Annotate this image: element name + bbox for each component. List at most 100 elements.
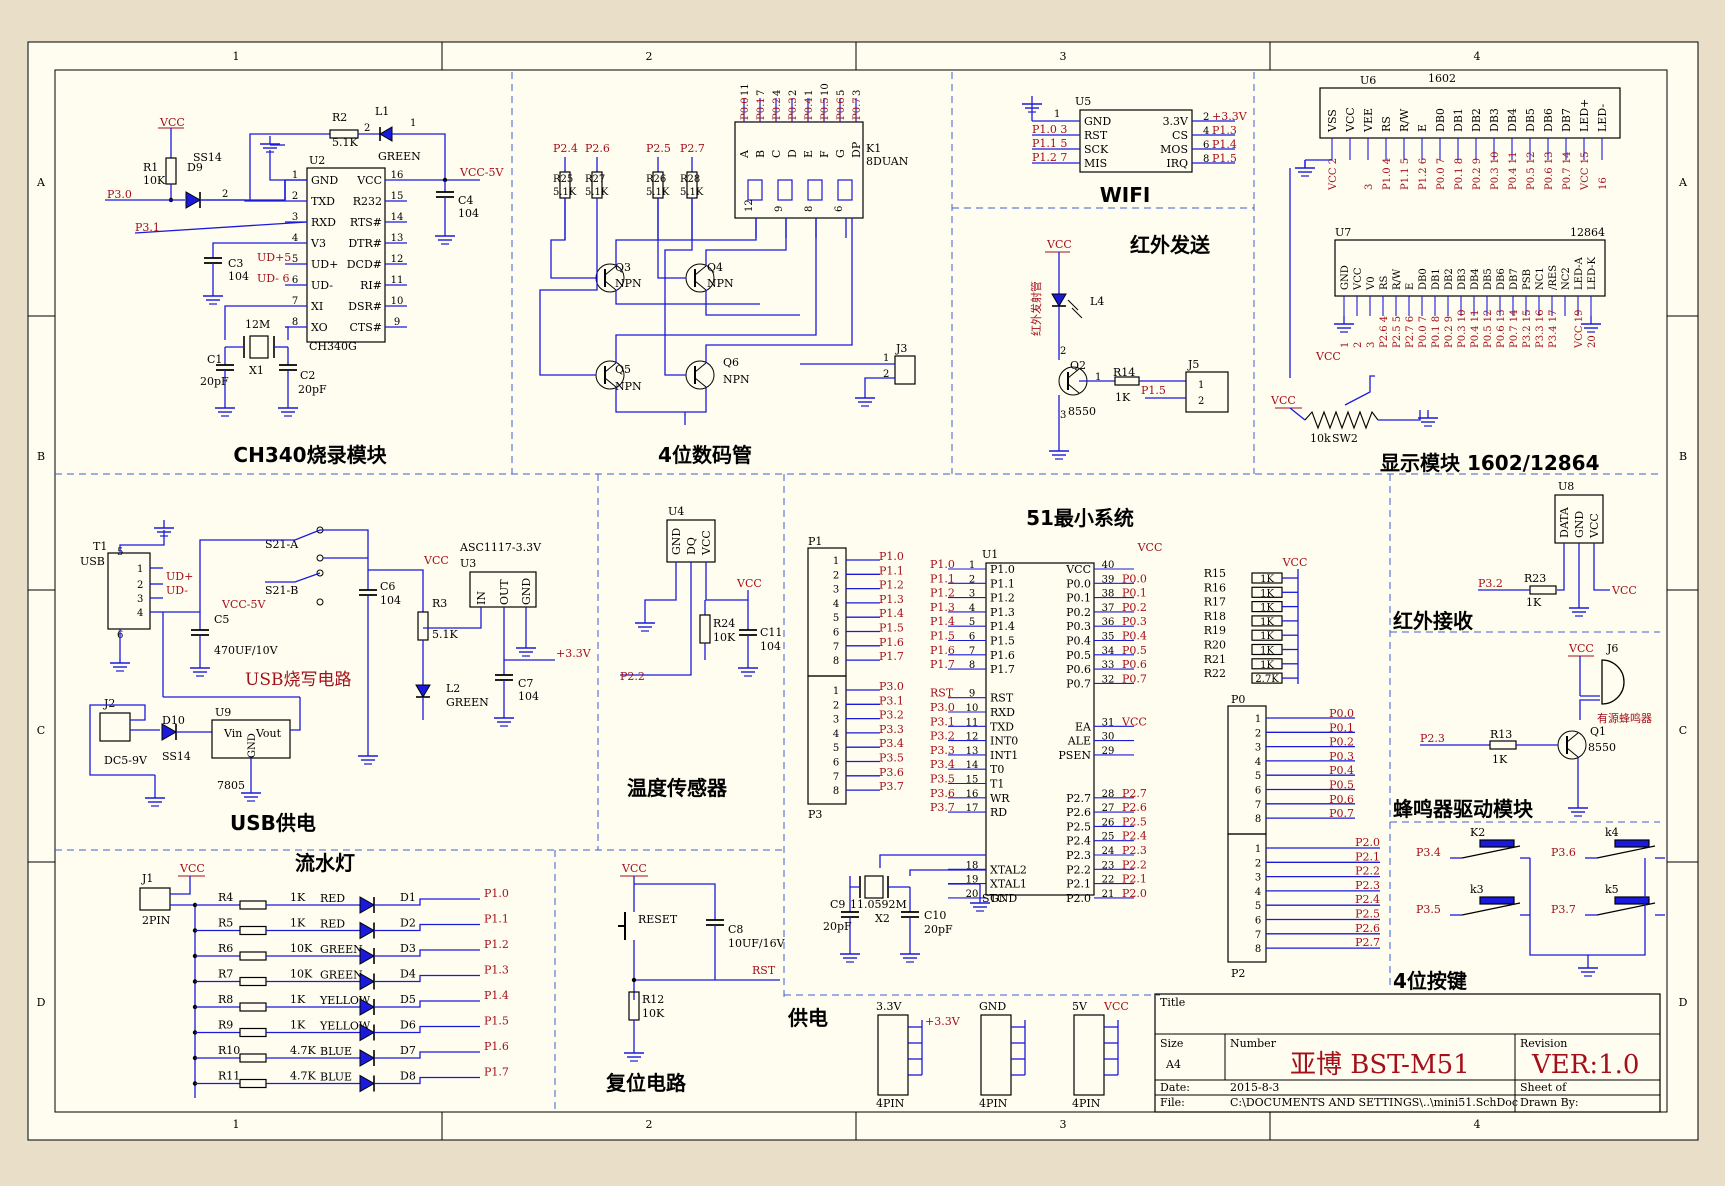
component-value: RED [320, 918, 345, 931]
pin-number: 3 [1255, 873, 1261, 884]
component-value: 20pF [924, 923, 953, 936]
wire [392, 133, 446, 180]
led-symbol [359, 896, 376, 914]
section-title-usb-prog: USB烧写电路 [245, 670, 351, 690]
pin-label: P1.5 [990, 635, 1015, 648]
pin-number: 16 [391, 170, 404, 181]
net-label: P1.2 [930, 587, 955, 600]
pin-label: P1.1 [990, 577, 1015, 590]
net-label: P0.4 [1329, 764, 1354, 777]
net-label: P1.1 5 [1400, 158, 1411, 190]
ref-designator: C3 [228, 257, 243, 270]
pin-number: 6 [834, 206, 845, 212]
pin-number: 8 [292, 317, 298, 328]
component-value: GREEN [378, 150, 421, 163]
crystal-symbol [249, 335, 269, 359]
net-label: P1.6 [930, 644, 955, 657]
net-label: P1.0 [484, 887, 509, 900]
ref-designator: C7 [518, 677, 533, 690]
net-label: P1.0 [879, 550, 904, 563]
pin-number: 2 [137, 580, 143, 591]
net-label: P0.6 [836, 97, 847, 120]
ref-designator: R12 [642, 993, 664, 1006]
pin-number: 19 [966, 875, 979, 886]
pin-number: 7 [756, 90, 767, 96]
power-label: VCC [423, 554, 449, 567]
ref-designator: P1 [808, 535, 822, 548]
seven-segment-display [734, 121, 864, 219]
ref-designator: X1 [249, 364, 264, 377]
pin-number: 6 [833, 628, 839, 639]
ref-designator: R27 [585, 174, 605, 185]
ref-designator: C9 [830, 898, 845, 911]
component-value: 104 [228, 270, 249, 283]
net-label: P3.5 [879, 752, 904, 765]
net-label: P0.4 [1122, 630, 1147, 643]
pin-label: DB0 [1418, 268, 1429, 290]
pin-number: 1 [883, 353, 889, 364]
wire [368, 569, 424, 612]
net-label: 3 [1366, 342, 1377, 348]
pin-number: 12 [391, 254, 404, 265]
ref-designator: R22 [1204, 667, 1226, 680]
pin-number: 5 [1255, 901, 1261, 912]
net-label: P3.1 [930, 715, 955, 728]
wire [620, 575, 692, 676]
title-size-value: A4 [1165, 1058, 1181, 1071]
pin-number: 9 [394, 317, 400, 328]
pin-number: 13 [391, 233, 404, 244]
transistor-symbol [604, 265, 617, 276]
pin-number: 8 [833, 786, 839, 797]
pin-label: GND [1084, 115, 1111, 128]
board-name: 亚博 BST-M51 [1290, 1050, 1470, 1080]
net-label: P2.4 [1355, 893, 1380, 906]
net-label: P2.5 5 [1392, 316, 1403, 348]
net-label: P3.4 [879, 737, 904, 750]
net-label: P2.2 [1122, 858, 1147, 871]
pin-number: 2 [969, 574, 975, 585]
pin-number: 4 [772, 90, 783, 96]
title-field-label: Revision [1520, 1037, 1567, 1050]
column-marker: 4 [1474, 50, 1481, 63]
ref-designator: U8 [1558, 480, 1574, 493]
wire [539, 278, 598, 376]
pin-number: 1 [1054, 109, 1060, 120]
pin-label: P0.0 [1066, 577, 1091, 590]
net-label: P1.7 [484, 1066, 509, 1079]
net-label: P3.7 [1551, 903, 1576, 916]
net-label: RST [930, 687, 954, 700]
ref-designator: Q1 [1590, 725, 1606, 738]
net-label: VCC [1121, 715, 1147, 728]
component-value: 5.1K [332, 136, 358, 149]
wire [374, 949, 480, 957]
pin-number: 17 [966, 803, 979, 814]
ref-designator: R7 [218, 968, 233, 981]
row-marker: C [1679, 724, 1687, 737]
switch-contact [316, 598, 324, 606]
wire [212, 242, 285, 258]
net-label: +3.3V [1212, 110, 1248, 123]
net-label: P0.2 [1122, 601, 1147, 614]
pin-label: UD- [311, 279, 333, 292]
component-value: 104 [760, 640, 781, 653]
net-label: P0.7 14 [1562, 151, 1573, 190]
net-label: P1.5 [1212, 152, 1237, 165]
wifi-module [1079, 109, 1193, 173]
pin-label: CS [1172, 129, 1188, 142]
pin-number: 8 [969, 660, 975, 671]
net-label: P3.0 [107, 188, 132, 201]
pin-number: 5 [833, 613, 839, 624]
diode-symbol [161, 723, 178, 741]
ref-designator: D6 [400, 1019, 416, 1032]
ref-designator: R11 [218, 1070, 240, 1083]
wire [320, 529, 369, 558]
net-label: P3.6 [1551, 846, 1576, 859]
wire [705, 218, 853, 363]
power-label: VCC-5V [459, 166, 504, 179]
pin-number: 38 [1102, 589, 1115, 600]
pin-label: P0.1 [1066, 592, 1091, 605]
net-label: P3.3 16 [1535, 309, 1546, 348]
net-label: P3.2 [930, 730, 955, 743]
row-marker: A [36, 176, 46, 189]
wire [615, 218, 817, 363]
